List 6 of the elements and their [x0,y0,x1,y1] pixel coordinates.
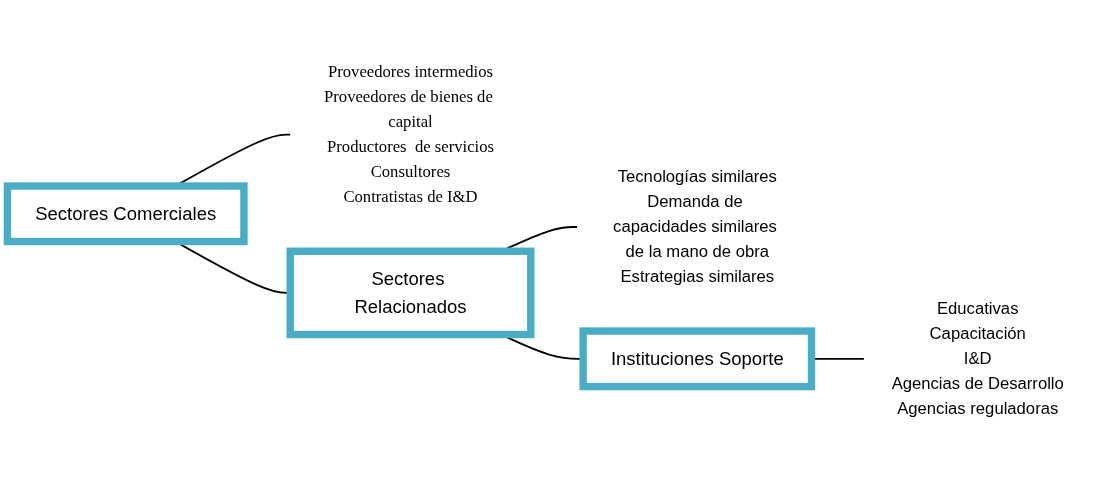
node-text: Educativas Capacitación I&D Agencias de Desarrollo Agencias reguladoras [891,299,1064,418]
node-box: Instituciones Soporte [579,327,816,391]
node-text: Tecnologías similares Demanda de capacidades similares de la mano de obra Estrategias similares [613,167,777,286]
node-box: Sectores Comerciales [3,182,248,246]
node-box: Sectores Relacionados [286,247,535,339]
node-text: Proveedores intermedios Proveedores de bienes de capital Productores de servicios Consultores Contratistas de I&D [324,62,494,206]
